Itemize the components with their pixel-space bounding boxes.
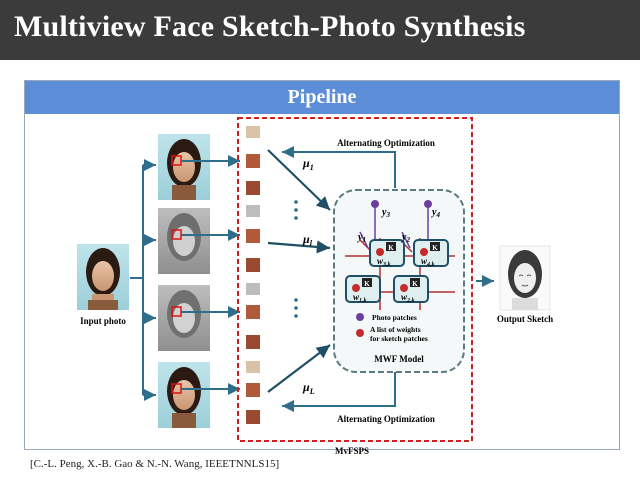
factor-node-4: K w4,k [413,239,449,268]
legend-weights-label-2: for sketch patches [370,334,428,343]
view-image-4 [158,362,210,428]
input-branch-lines [130,159,156,401]
mwf-y-nodes [371,200,432,208]
view-to-patch-arrows [181,155,240,395]
mu-1-label: μ1 [302,156,314,172]
output-sketch [499,245,551,311]
panel-title: Pipeline [287,86,357,108]
factor-node-1: K w1,k [345,275,381,304]
svg-text:w1,k: w1,k [353,292,367,304]
mu-L-label: μL [302,380,315,396]
patch-column [246,126,260,424]
panel-header: Pipeline [25,81,619,114]
svg-text:K: K [412,280,418,288]
input-photo [77,244,129,310]
svg-text:K: K [364,280,370,288]
legend-photo-dot [356,313,364,321]
legend-photo-label: Photo patches [372,313,417,322]
ellipsis-dots [294,200,298,318]
y4-label: y4 [431,207,440,219]
mu-l-label: μl [302,232,313,248]
slide-title: Multiview Face Sketch-Photo Synthesis [14,10,526,43]
input-photo-label: Input photo [80,316,126,326]
view-image-1 [158,134,210,200]
mwf-model-label: MWF Model [374,354,424,364]
title-bar: Multiview Face Sketch-Photo Synthesis [0,0,640,60]
svg-text:w3,k: w3,k [377,256,391,268]
mwf-y-stems [359,206,429,249]
alt-opt-top-label: Alternating Optimization [337,138,435,148]
mvfsps-box [237,117,473,442]
output-sketch-label: Output Sketch [497,314,553,324]
svg-text:K: K [388,244,394,252]
citation: [C.-L. Peng, X.-B. Gao & N.-N. Wang, IEE… [30,458,280,470]
svg-text:K: K [432,244,438,252]
mvfsps-label: MvFSPS [335,446,369,456]
patch-to-model-arrows [267,149,331,393]
factor-node-2: K w2,k [393,275,429,304]
alt-opt-loops [282,146,396,412]
svg-text:w2,k: w2,k [401,292,415,304]
svg-text:w4,k: w4,k [421,256,435,268]
y2-label: y2 [401,232,410,244]
alt-opt-bottom-label: Alternating Optimization [337,414,435,424]
y1-label: y1 [357,232,366,244]
factor-node-3: K w3,k [369,239,405,268]
view-image-2 [158,208,210,274]
y3-label: y3 [381,207,390,219]
legend-weights-dot [356,329,364,337]
view-image-3 [158,285,210,351]
legend-weights-label-1: A list of weights [370,325,421,334]
